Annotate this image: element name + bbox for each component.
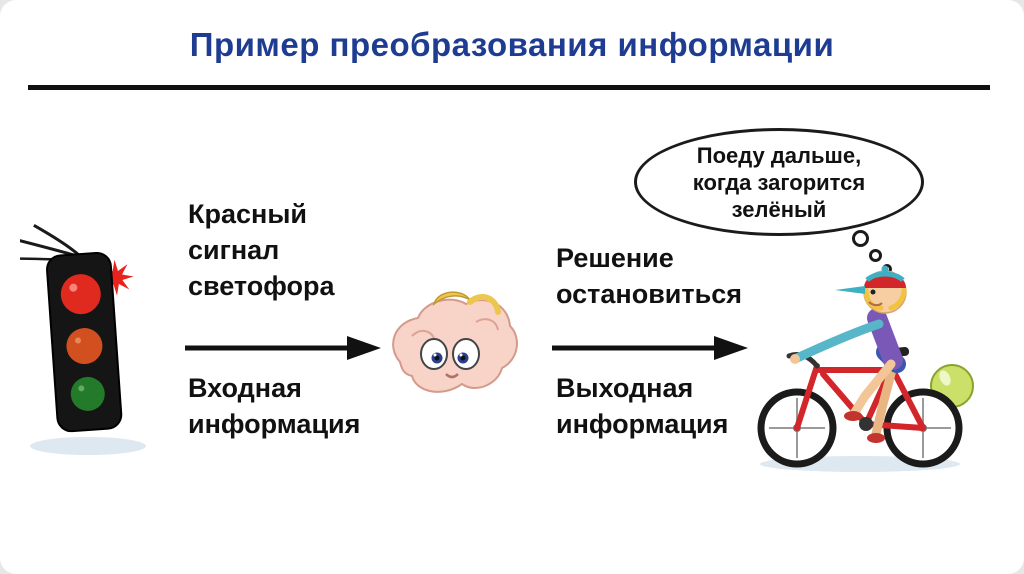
cap-brim xyxy=(835,286,865,294)
input-signal-label: Красный сигнал светофора xyxy=(188,199,335,301)
page-title: Пример преобразования информации xyxy=(189,26,835,63)
title-divider xyxy=(28,85,990,90)
thinking-face-icon xyxy=(392,291,518,393)
bike-wheels xyxy=(757,388,963,468)
input-arrow-icon xyxy=(185,336,381,360)
boy-on-bicycle-icon xyxy=(757,265,974,472)
yellow-light xyxy=(66,328,103,365)
red-light xyxy=(60,274,101,315)
output-arrow-icon xyxy=(552,336,748,360)
output-info-label: Выходная информация xyxy=(556,373,729,439)
boy-figure xyxy=(790,265,907,443)
decision-label: Решение остановиться xyxy=(556,243,742,309)
traffic-light-icon xyxy=(20,223,146,455)
thought-bubble-text: Поеду дальше, когда загорится зелёный xyxy=(692,142,866,222)
traffic-light-shadow xyxy=(30,437,146,455)
thought-bubble: Поеду дальше, когда загорится зелёный xyxy=(634,128,924,236)
thought-bubble-dot-large xyxy=(852,230,869,247)
input-info-label: Входная информация xyxy=(188,373,361,439)
thought-bubble-dot-medium xyxy=(869,249,882,262)
green-light xyxy=(70,376,105,411)
